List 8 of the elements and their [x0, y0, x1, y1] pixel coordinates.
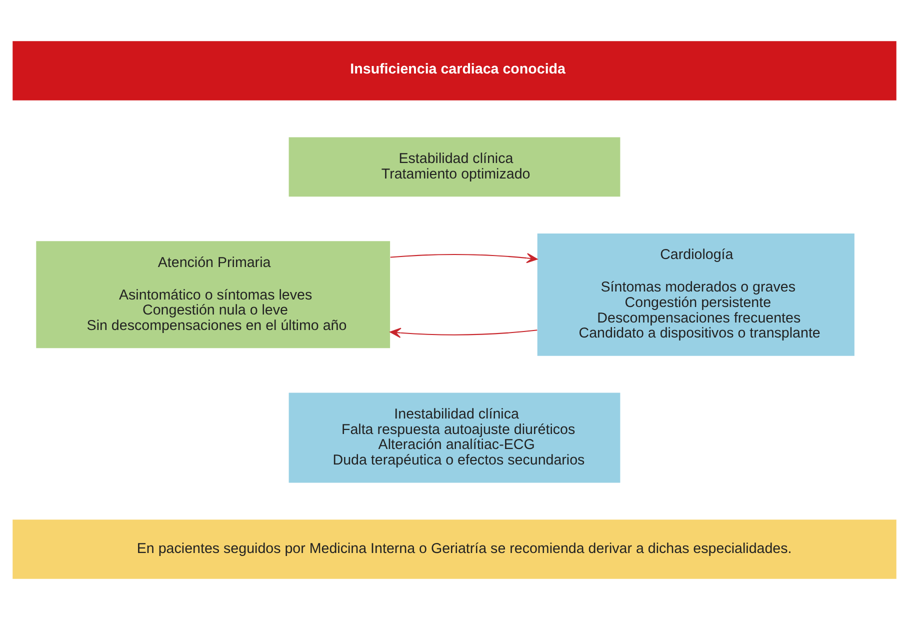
arrow: [390, 253, 538, 264]
node-box: Cardiología Síntomas moderados o graves Congestión persistente Descompensaciones frecuentes Candidato a dispositivos o transplante: [537, 234, 854, 356]
node-box: En pacientes seguidos por Medicina Interna o Geriatría se recomienda derivar a dichas especialidades.: [12, 520, 896, 579]
node-box: Estabilidad clínica Tratamiento optimizado: [288, 137, 620, 197]
node-box: Inestabilidad clínica Falta respuesta autoajuste diuréticos Alteración analítiac-ECG Duda terapéutica o efectos secundarios: [288, 392, 620, 483]
arrow: [390, 328, 538, 338]
node-box: Insuficiencia cardiaca conocida: [12, 41, 896, 100]
node-box: Atención Primaria Asintomático o síntomas leves Congestión nula o leve Sin descompensaciones en el último año: [36, 241, 390, 348]
